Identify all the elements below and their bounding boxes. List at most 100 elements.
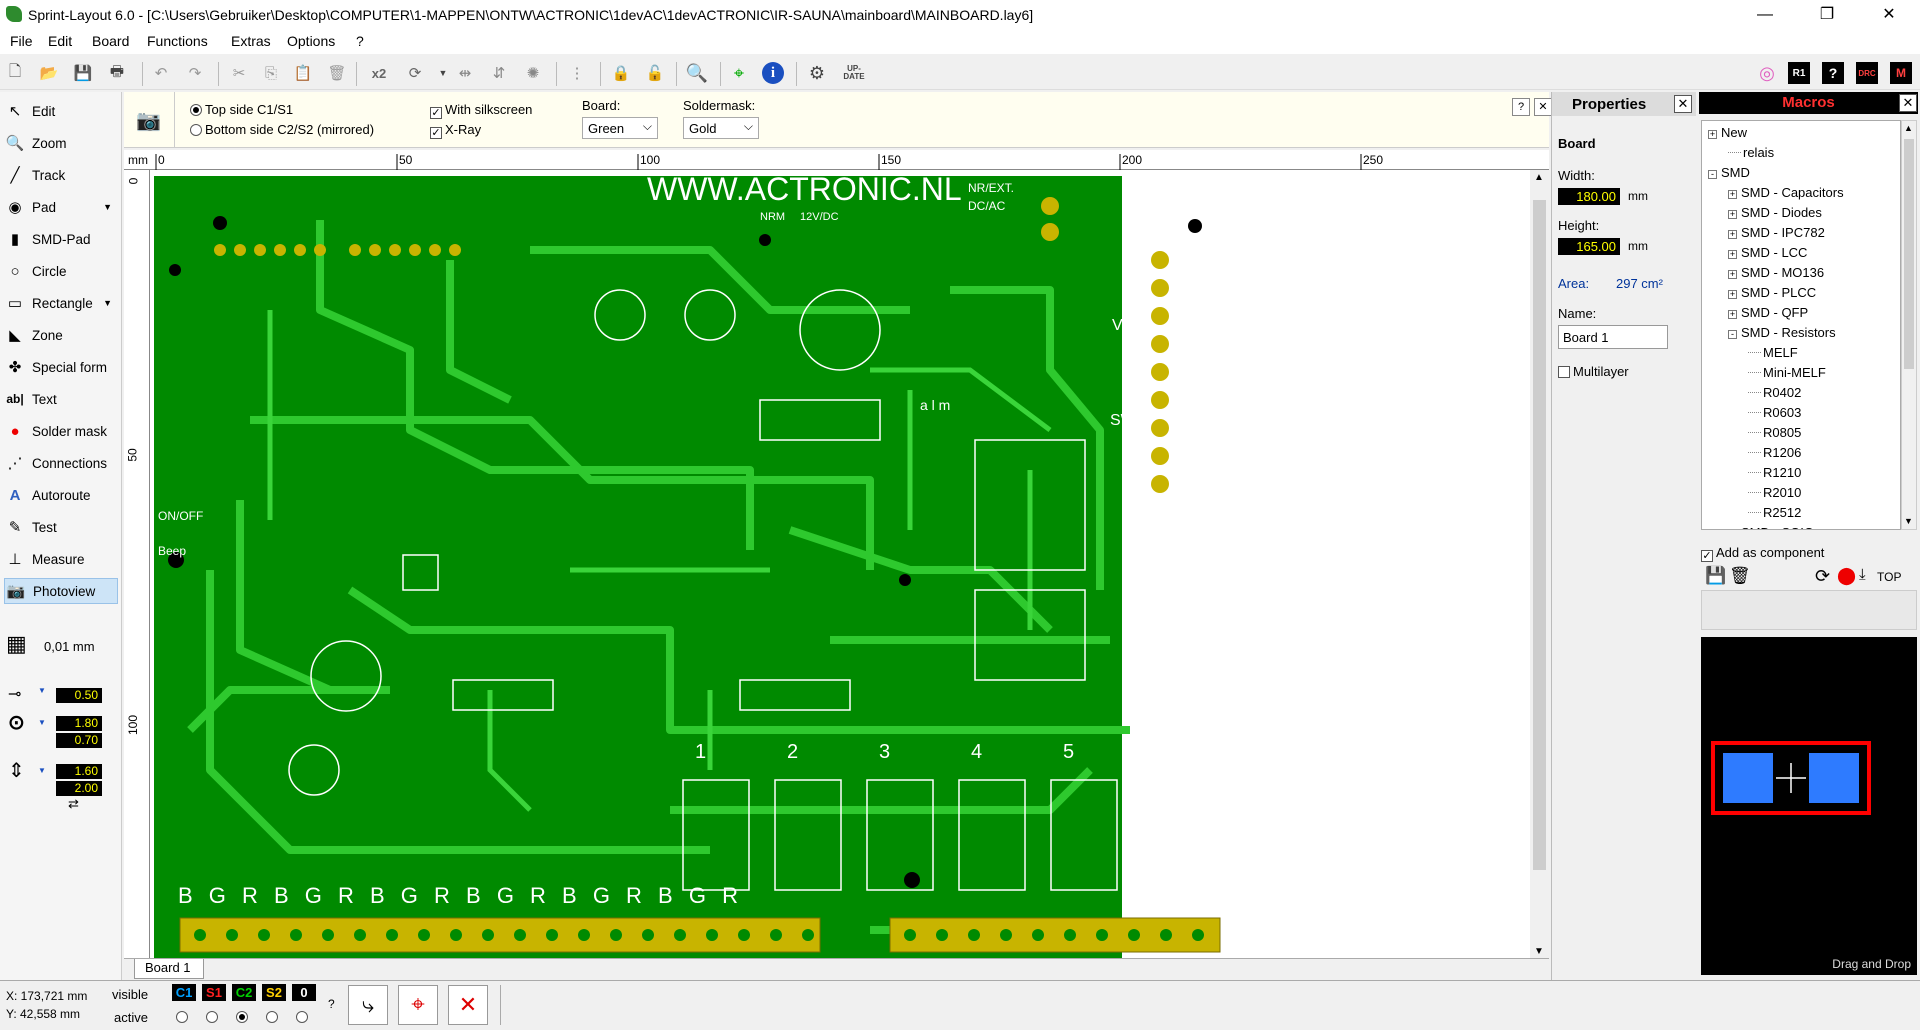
tool-track[interactable]: ╱Track [4, 162, 118, 188]
tool-pad[interactable]: ◉Pad▼ [4, 194, 118, 220]
expand-icon[interactable]: + [1728, 229, 1737, 239]
mirror-v-icon[interactable]: ⇵ [492, 65, 506, 82]
top-layer-label[interactable]: TOP [1877, 570, 1902, 584]
tool-test[interactable]: ✎Test [4, 514, 118, 540]
tree-item[interactable]: R0805 [1748, 425, 1801, 440]
tree-item[interactable]: -SMD - Resistors [1728, 325, 1836, 340]
menu-options[interactable]: Options [287, 33, 336, 49]
delete-icon[interactable]: 🗑 [327, 65, 347, 82]
tree-item[interactable]: R2512 [1748, 505, 1801, 520]
layer-help[interactable]: ? [328, 997, 335, 1011]
tree-item[interactable]: R1206 [1748, 445, 1801, 460]
layer-c2-visible[interactable]: C2 [232, 984, 256, 1001]
tool-zone[interactable]: ◣Zone [4, 322, 118, 348]
expand-icon[interactable]: + [1728, 189, 1737, 199]
tool-edit[interactable]: ↖Edit [4, 98, 118, 124]
expand-icon[interactable]: + [1728, 289, 1737, 299]
expand-icon[interactable]: + [1708, 129, 1717, 139]
tool-zoom[interactable]: 🔍Zoom [5, 135, 67, 152]
xray-checkbox[interactable]: ✓X-Ray [430, 122, 482, 139]
smd-height-field[interactable]: 2.00 [56, 781, 102, 796]
multilayer-checkbox[interactable]: Multilayer [1558, 364, 1629, 379]
menu-extras[interactable]: Extras [231, 33, 271, 49]
layer-c1-visible[interactable]: C1 [172, 984, 196, 1001]
rotate-macro-icon[interactable]: ⟳ [1815, 566, 1831, 586]
tool-connections[interactable]: ⋰Connections [4, 450, 118, 476]
tree-item[interactable]: R2010 [1748, 485, 1801, 500]
properties-close-button[interactable]: ✕ [1674, 95, 1692, 113]
rotate-dropdown-icon[interactable]: ▼ [438, 68, 448, 78]
layer-s1-visible[interactable]: S1 [202, 984, 226, 1001]
ratsnest-icon[interactable]: ⤷ [348, 985, 388, 1025]
track-width-field[interactable]: 0.50 [56, 688, 102, 703]
pad-outer-field[interactable]: 1.80 [56, 716, 102, 731]
tree-item[interactable]: Mini-MELF [1748, 365, 1826, 380]
tree-item[interactable]: +SMD - MO136 [1728, 265, 1825, 280]
expand-icon[interactable]: + [1728, 249, 1737, 259]
tree-item[interactable]: +SMD - PLCC [1728, 285, 1817, 300]
photoview-close-button[interactable]: ✕ [1534, 98, 1552, 116]
align-icon[interactable]: ✺ [526, 65, 540, 82]
layout-canvas[interactable]: WWW.ACTRONIC.NL NR/EXT. DC/AC NRM 12V/DC… [150, 170, 1530, 960]
tree-item[interactable]: MELF [1748, 345, 1798, 360]
paste-icon[interactable]: 📋 [293, 65, 313, 82]
tool-special-form[interactable]: ✤Special form [4, 354, 118, 380]
grid-icon[interactable]: ▦ [6, 631, 27, 656]
save-icon[interactable]: 💾 [73, 65, 93, 82]
active-c1-radio[interactable] [176, 1009, 191, 1024]
tool-circle[interactable]: ○Circle [4, 258, 118, 284]
tree-item[interactable]: R0603 [1748, 405, 1801, 420]
save-macro-icon[interactable]: 💾 [1705, 566, 1727, 585]
soldermask-select[interactable]: Gold [683, 117, 759, 139]
tab-board-1[interactable]: Board 1 [134, 959, 204, 979]
tool-smd-pad[interactable]: ▮SMD-Pad [4, 226, 118, 252]
unlock-icon[interactable]: 🔓 [645, 65, 665, 82]
tree-item[interactable]: +SMD - Capacitors [1728, 185, 1844, 200]
bottom-side-radio[interactable]: Bottom side C2/S2 (mirrored) [190, 122, 374, 137]
record-icon[interactable]: ⬤ [1837, 566, 1857, 585]
tree-item[interactable]: +SMD - LCC [1728, 245, 1808, 260]
menu-help[interactable]: ? [356, 33, 364, 49]
grid-value[interactable]: 0,01 mm [44, 639, 95, 654]
tree-scrollbar[interactable]: ▲ ▼ [1901, 120, 1917, 530]
swap-icon[interactable]: ⇄ [68, 796, 79, 811]
settings-gear-icon[interactable]: ⚙ [808, 62, 826, 83]
restore-button[interactable]: ❐ [1819, 6, 1835, 23]
macro-preview[interactable]: Drag and Drop [1701, 637, 1917, 975]
layer-top-icon[interactable]: ⤓ [1859, 566, 1866, 583]
menu-file[interactable]: File [10, 33, 33, 49]
scroll-thumb[interactable] [1533, 200, 1546, 870]
lock-icon[interactable]: 🔒 [611, 65, 631, 82]
circle-color-icon[interactable]: ◎ [1759, 62, 1775, 83]
tree-item[interactable]: +SMD - QFP [1728, 305, 1809, 320]
active-c2-radio[interactable] [236, 1009, 251, 1024]
update-button[interactable]: UP-DATE [843, 64, 865, 81]
expand-icon[interactable]: - [1728, 330, 1737, 339]
add-as-component-checkbox[interactable]: ✓Add as component [1701, 545, 1825, 562]
active-s1-radio[interactable] [206, 1009, 221, 1024]
minimize-button[interactable]: — [1757, 6, 1773, 23]
tree-item[interactable]: +SMD - Diodes [1728, 205, 1822, 220]
new-file-icon[interactable]: 🗋 [8, 62, 22, 80]
silkscreen-checkbox[interactable]: ✓With silkscreen [430, 102, 533, 119]
zoom-fit-icon[interactable]: ⌖ [733, 62, 745, 83]
pcb-board[interactable]: WWW.ACTRONIC.NL NR/EXT. DC/AC NRM 12V/DC… [150, 170, 1530, 960]
macro-m-icon[interactable]: M [1890, 62, 1912, 84]
cut-icon[interactable]: ✂ [232, 65, 246, 82]
delete-macro-icon[interactable]: 🗑 [1729, 566, 1751, 585]
group-icon[interactable]: ⋮ [569, 65, 585, 82]
drc-button[interactable]: DRC [1856, 62, 1878, 84]
tree-item[interactable]: -SMD [1708, 165, 1750, 180]
tool-rectangle[interactable]: ▭Rectangle▼ [4, 290, 118, 316]
expand-icon[interactable]: + [1728, 209, 1737, 219]
search-icon[interactable]: 🔍 [685, 62, 709, 83]
tree-item[interactable]: +New [1708, 125, 1748, 140]
mirror-h-icon[interactable]: ⇹ [458, 65, 472, 82]
scroll-down-icon[interactable]: ▼ [1534, 946, 1544, 957]
duplicate-x2-button[interactable]: x2 [371, 65, 387, 81]
tool-photoview[interactable]: 📷Photoview [4, 578, 118, 604]
expand-icon[interactable]: + [1728, 309, 1737, 319]
tool-measure[interactable]: ⊥Measure [4, 546, 118, 572]
board-width-field[interactable]: 180.00 [1558, 188, 1620, 205]
